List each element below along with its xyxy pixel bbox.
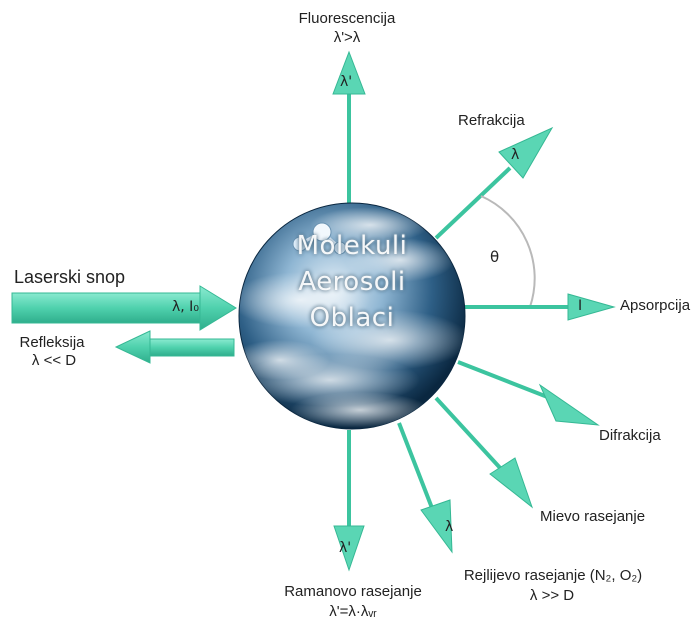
- raman-symbol: λ': [339, 540, 352, 556]
- raman-arrow: [333, 430, 365, 572]
- mie-arrow: [434, 396, 534, 509]
- raman-label: Ramanovo rasejanje: [284, 583, 422, 600]
- fluorescence-condition: λ'>λ: [333, 29, 361, 46]
- refraction-label: Refrakcija: [458, 112, 525, 129]
- fluorescence-symbol: λ': [340, 74, 353, 90]
- raman-condition: λ'=λ·λᵥᵣ: [329, 603, 377, 620]
- sphere-label-molecules: Molekuli: [296, 231, 408, 261]
- reflection-label: Refleksija: [19, 334, 85, 351]
- absorption-label: Apsorpcija: [620, 297, 691, 314]
- reflection-condition: λ << D: [31, 352, 77, 369]
- laser-beam-label: Laserski snop: [14, 267, 126, 287]
- angle-arc: [480, 195, 536, 308]
- sphere: [238, 202, 466, 430]
- fluorescence-label: Fluorescencija: [298, 10, 396, 27]
- laser-beam-symbol: λ, I₀: [172, 299, 199, 315]
- reflection-arrow: [114, 330, 235, 364]
- molecule-icon: [292, 222, 347, 255]
- refraction-arrow: [434, 126, 554, 240]
- laser-beam-arrow: [11, 285, 237, 331]
- rayleigh-symbol: λ: [445, 519, 454, 535]
- absorption-arrow: [465, 293, 616, 321]
- angle-theta-label: θ: [490, 248, 500, 266]
- rayleigh-label: Rejlijevo rasejanje (N₂, O₂): [463, 567, 643, 584]
- sphere-label-aerosols: Aerosoli: [298, 267, 406, 297]
- mie-label: Mievo rasejanje: [540, 508, 646, 525]
- diffraction-arrow: [457, 360, 600, 426]
- sphere-label-clouds: Oblaci: [309, 303, 395, 333]
- sphere-label: Molekuli Aerosoli Oblaci: [240, 228, 464, 336]
- refraction-symbol: λ: [511, 147, 520, 163]
- rayleigh-condition: λ >> D: [529, 587, 575, 604]
- diffraction-label: Difrakcija: [599, 427, 661, 444]
- cloud-texture: [239, 207, 465, 428]
- rayleigh-arrow: [397, 422, 453, 554]
- absorption-symbol: I: [578, 298, 583, 314]
- fluorescence-arrow: [332, 50, 366, 204]
